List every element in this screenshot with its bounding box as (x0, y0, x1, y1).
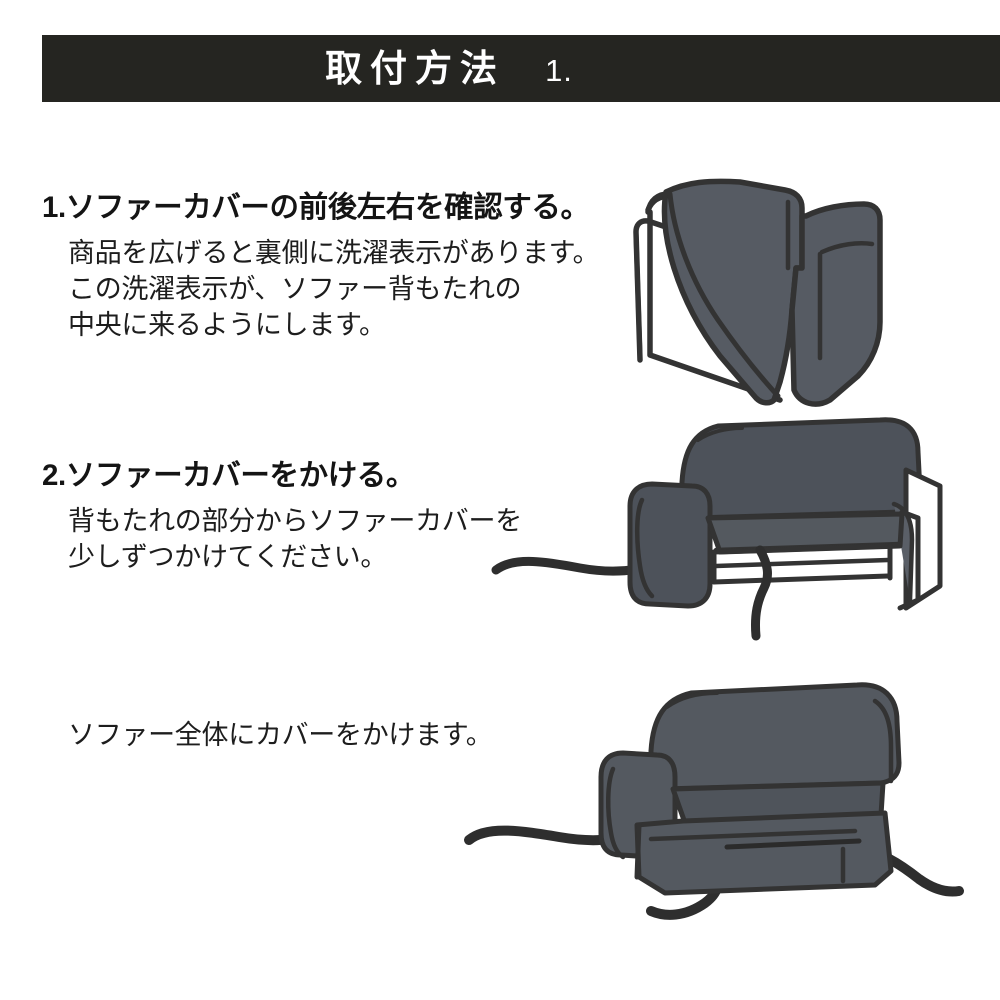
page-title: 取付方法 (325, 48, 506, 89)
step-2-line-2: 少しずつかけてください。 (68, 542, 388, 573)
step-1-heading: 1.ソファーカバーの前後左右を確認する。 (42, 191, 590, 224)
folded-sofa-cover-illustration (600, 150, 930, 410)
step-2-body: 背もたれの部分からソファーカバーを 少しずつかけてください。 (68, 504, 522, 576)
step-1-text-block: 1.ソファーカバーの前後左右を確認する。 商品を広げると裏側に洗濯表示があります… (42, 191, 600, 344)
step-1-line-2: この洗濯表示が、ソファー背もたれの (68, 274, 522, 305)
note-text-block: ソファー全体にカバーをかけます。 (68, 718, 493, 754)
step-1-body: 商品を広げると裏側に洗濯表示があります。 この洗濯表示が、ソファー背もたれの 中… (68, 236, 600, 344)
sofa-fully-covered-illustration (455, 665, 985, 930)
header-text-group: 取付方法 1. (325, 50, 573, 87)
step-2-text-block: 2.ソファーカバーをかける。 背もたれの部分からソファーカバーを 少しずつかけて… (42, 459, 522, 576)
step-2-heading: 2.ソファーカバーをかける。 (42, 459, 416, 492)
sofa-partially-covered-illustration (470, 400, 970, 660)
header-bar: 取付方法 1. (42, 35, 1000, 102)
step-1-line-1: 商品を広げると裏側に洗濯表示があります。 (68, 238, 600, 269)
step-1-line-3: 中央に来るようにします。 (68, 310, 386, 341)
note-line-1: ソファー全体にカバーをかけます。 (68, 720, 493, 750)
step-2-line-1: 背もたれの部分からソファーカバーを (68, 506, 522, 537)
page-index-label: 1. (545, 53, 573, 88)
